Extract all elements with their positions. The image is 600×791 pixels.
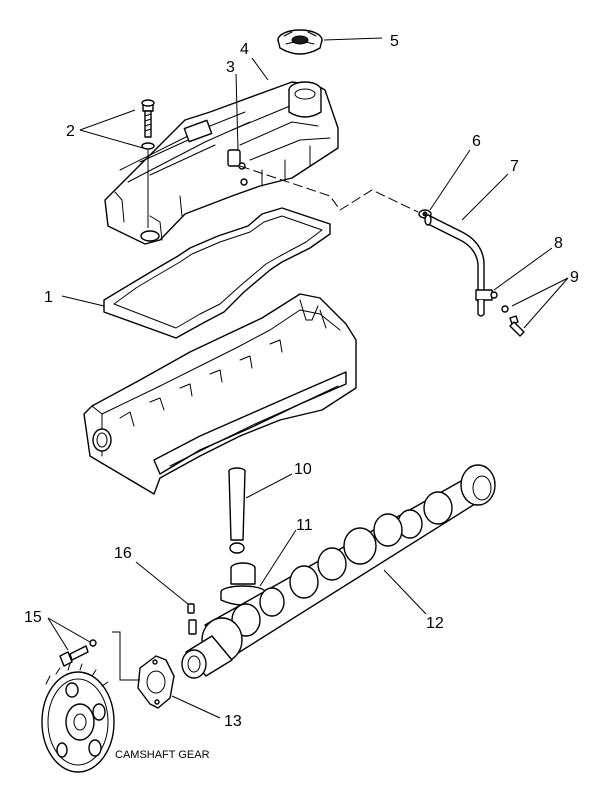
- leader-lines: [47, 37, 569, 719]
- clip-screw: [501, 305, 525, 337]
- camshaft-gear: [41, 663, 115, 773]
- callout-2: 2: [66, 123, 75, 140]
- cylinder-head: [83, 293, 357, 495]
- rocker-cover: [104, 81, 339, 245]
- callout-10: 10: [294, 461, 312, 478]
- thrust-plate: [137, 655, 175, 709]
- callout-7: 7: [510, 158, 519, 175]
- callout-labels: 1 2 3 4 5 6 7 8 9 10 11 12 13 15 16: [24, 33, 579, 730]
- callout-3: 3: [226, 59, 235, 76]
- cover-bolt: [141, 99, 155, 228]
- callout-6: 6: [472, 133, 481, 150]
- callout-1: 1: [44, 289, 53, 306]
- callout-16: 16: [114, 545, 132, 562]
- callout-5: 5: [390, 33, 399, 50]
- oil-filler-cap: [277, 29, 323, 55]
- dowel-pin: [187, 603, 195, 614]
- callout-12: 12: [426, 615, 444, 632]
- push-rod: [228, 467, 246, 554]
- tube-clip: [475, 289, 498, 317]
- camshaft-gear-caption: CAMSHAFT GEAR: [115, 749, 210, 761]
- callout-9: 9: [570, 269, 579, 286]
- hose-route-dashed-line: [239, 165, 419, 213]
- breather-tube: [424, 214, 485, 303]
- cam-lobes: [231, 464, 496, 637]
- callout-8: 8: [554, 235, 563, 252]
- callout-4: 4: [240, 41, 249, 58]
- gear-bolt: [59, 639, 97, 667]
- rocker-cover-gasket: [103, 207, 331, 339]
- callout-15: 15: [24, 609, 42, 626]
- callout-13: 13: [224, 713, 242, 730]
- camshaft: [181, 464, 496, 679]
- callout-11: 11: [296, 517, 313, 534]
